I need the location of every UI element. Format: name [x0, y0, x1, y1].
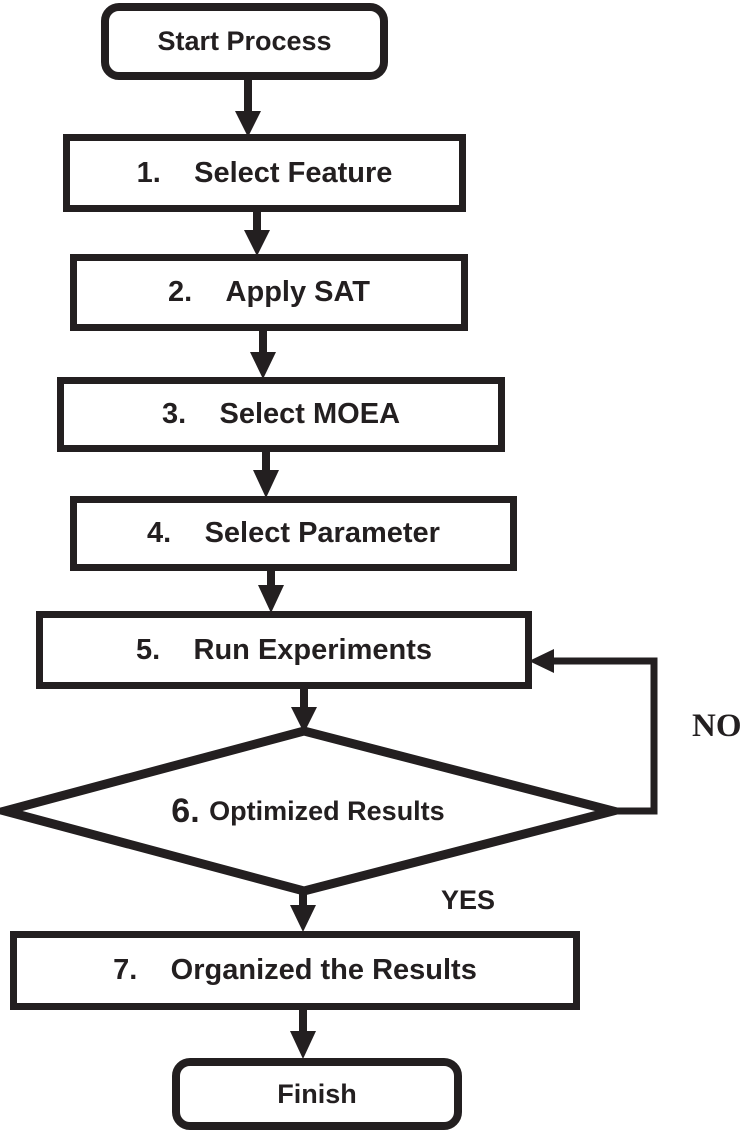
arrow-head — [290, 905, 316, 932]
step3-select-moea-box: 3. Select MOEA — [57, 377, 505, 452]
step5-title: Run Experiments — [193, 633, 433, 666]
step3-number: 3. — [161, 398, 187, 430]
no-loop-line — [553, 657, 658, 815]
arrow-head — [253, 470, 279, 498]
step1-title: Select Feature — [194, 156, 393, 189]
arrow-start-to-step1 — [235, 79, 261, 137]
arrow-step4-to-step5 — [258, 569, 284, 613]
no-loop-arrowhead — [529, 649, 554, 673]
finish-terminal: Finish — [172, 1058, 462, 1130]
arrow-head — [258, 585, 284, 613]
step7-number: 7. — [113, 954, 138, 986]
finish-label: Finish — [277, 1078, 357, 1109]
arrow-decision-to-step7 — [290, 889, 316, 932]
step2-number: 2. — [168, 276, 193, 308]
step4-title: Select Parameter — [204, 517, 440, 549]
arrow-head — [291, 707, 317, 733]
step5-number: 5. — [135, 633, 161, 666]
no-branch-label: NO — [692, 708, 742, 744]
arrow-head — [244, 230, 270, 256]
step3-title: Select MOEA — [219, 398, 401, 430]
step7-organized-results-box: 7. Organized the Results — [10, 931, 580, 1010]
arrow-step2-to-step3 — [250, 329, 276, 379]
arrow-head — [235, 111, 261, 137]
arrow-head — [290, 1031, 316, 1059]
step4-number: 4. — [147, 517, 172, 549]
step1-select-feature-box: 1. Select Feature — [63, 134, 466, 212]
step2-title: Apply SAT — [225, 276, 370, 308]
arrow-step7-to-finish — [290, 1009, 316, 1059]
step2-apply-sat-box: 2. Apply SAT — [70, 254, 468, 331]
yes-branch-label: YES — [441, 885, 496, 915]
decision-title: Optimized Results — [209, 795, 445, 826]
step7-title: Organized the Results — [170, 954, 477, 986]
decision-number: 6. — [171, 791, 200, 830]
arrow-head — [250, 352, 276, 379]
arrow-step1-to-step2 — [244, 210, 270, 256]
decision-optimized-results-label: 6. Optimized Results — [110, 781, 506, 841]
step5-run-experiments-box: 5. Run Experiments — [36, 611, 532, 689]
step4-select-parameter-box: 4. Select Parameter — [70, 496, 517, 571]
arrow-step3-to-step4 — [253, 450, 279, 498]
arrow-step5-to-decision — [291, 687, 317, 733]
start-label: Start Process — [157, 26, 332, 56]
start-terminal: Start Process — [101, 3, 388, 80]
step1-number: 1. — [136, 156, 161, 189]
no-loop-connector — [529, 649, 658, 815]
